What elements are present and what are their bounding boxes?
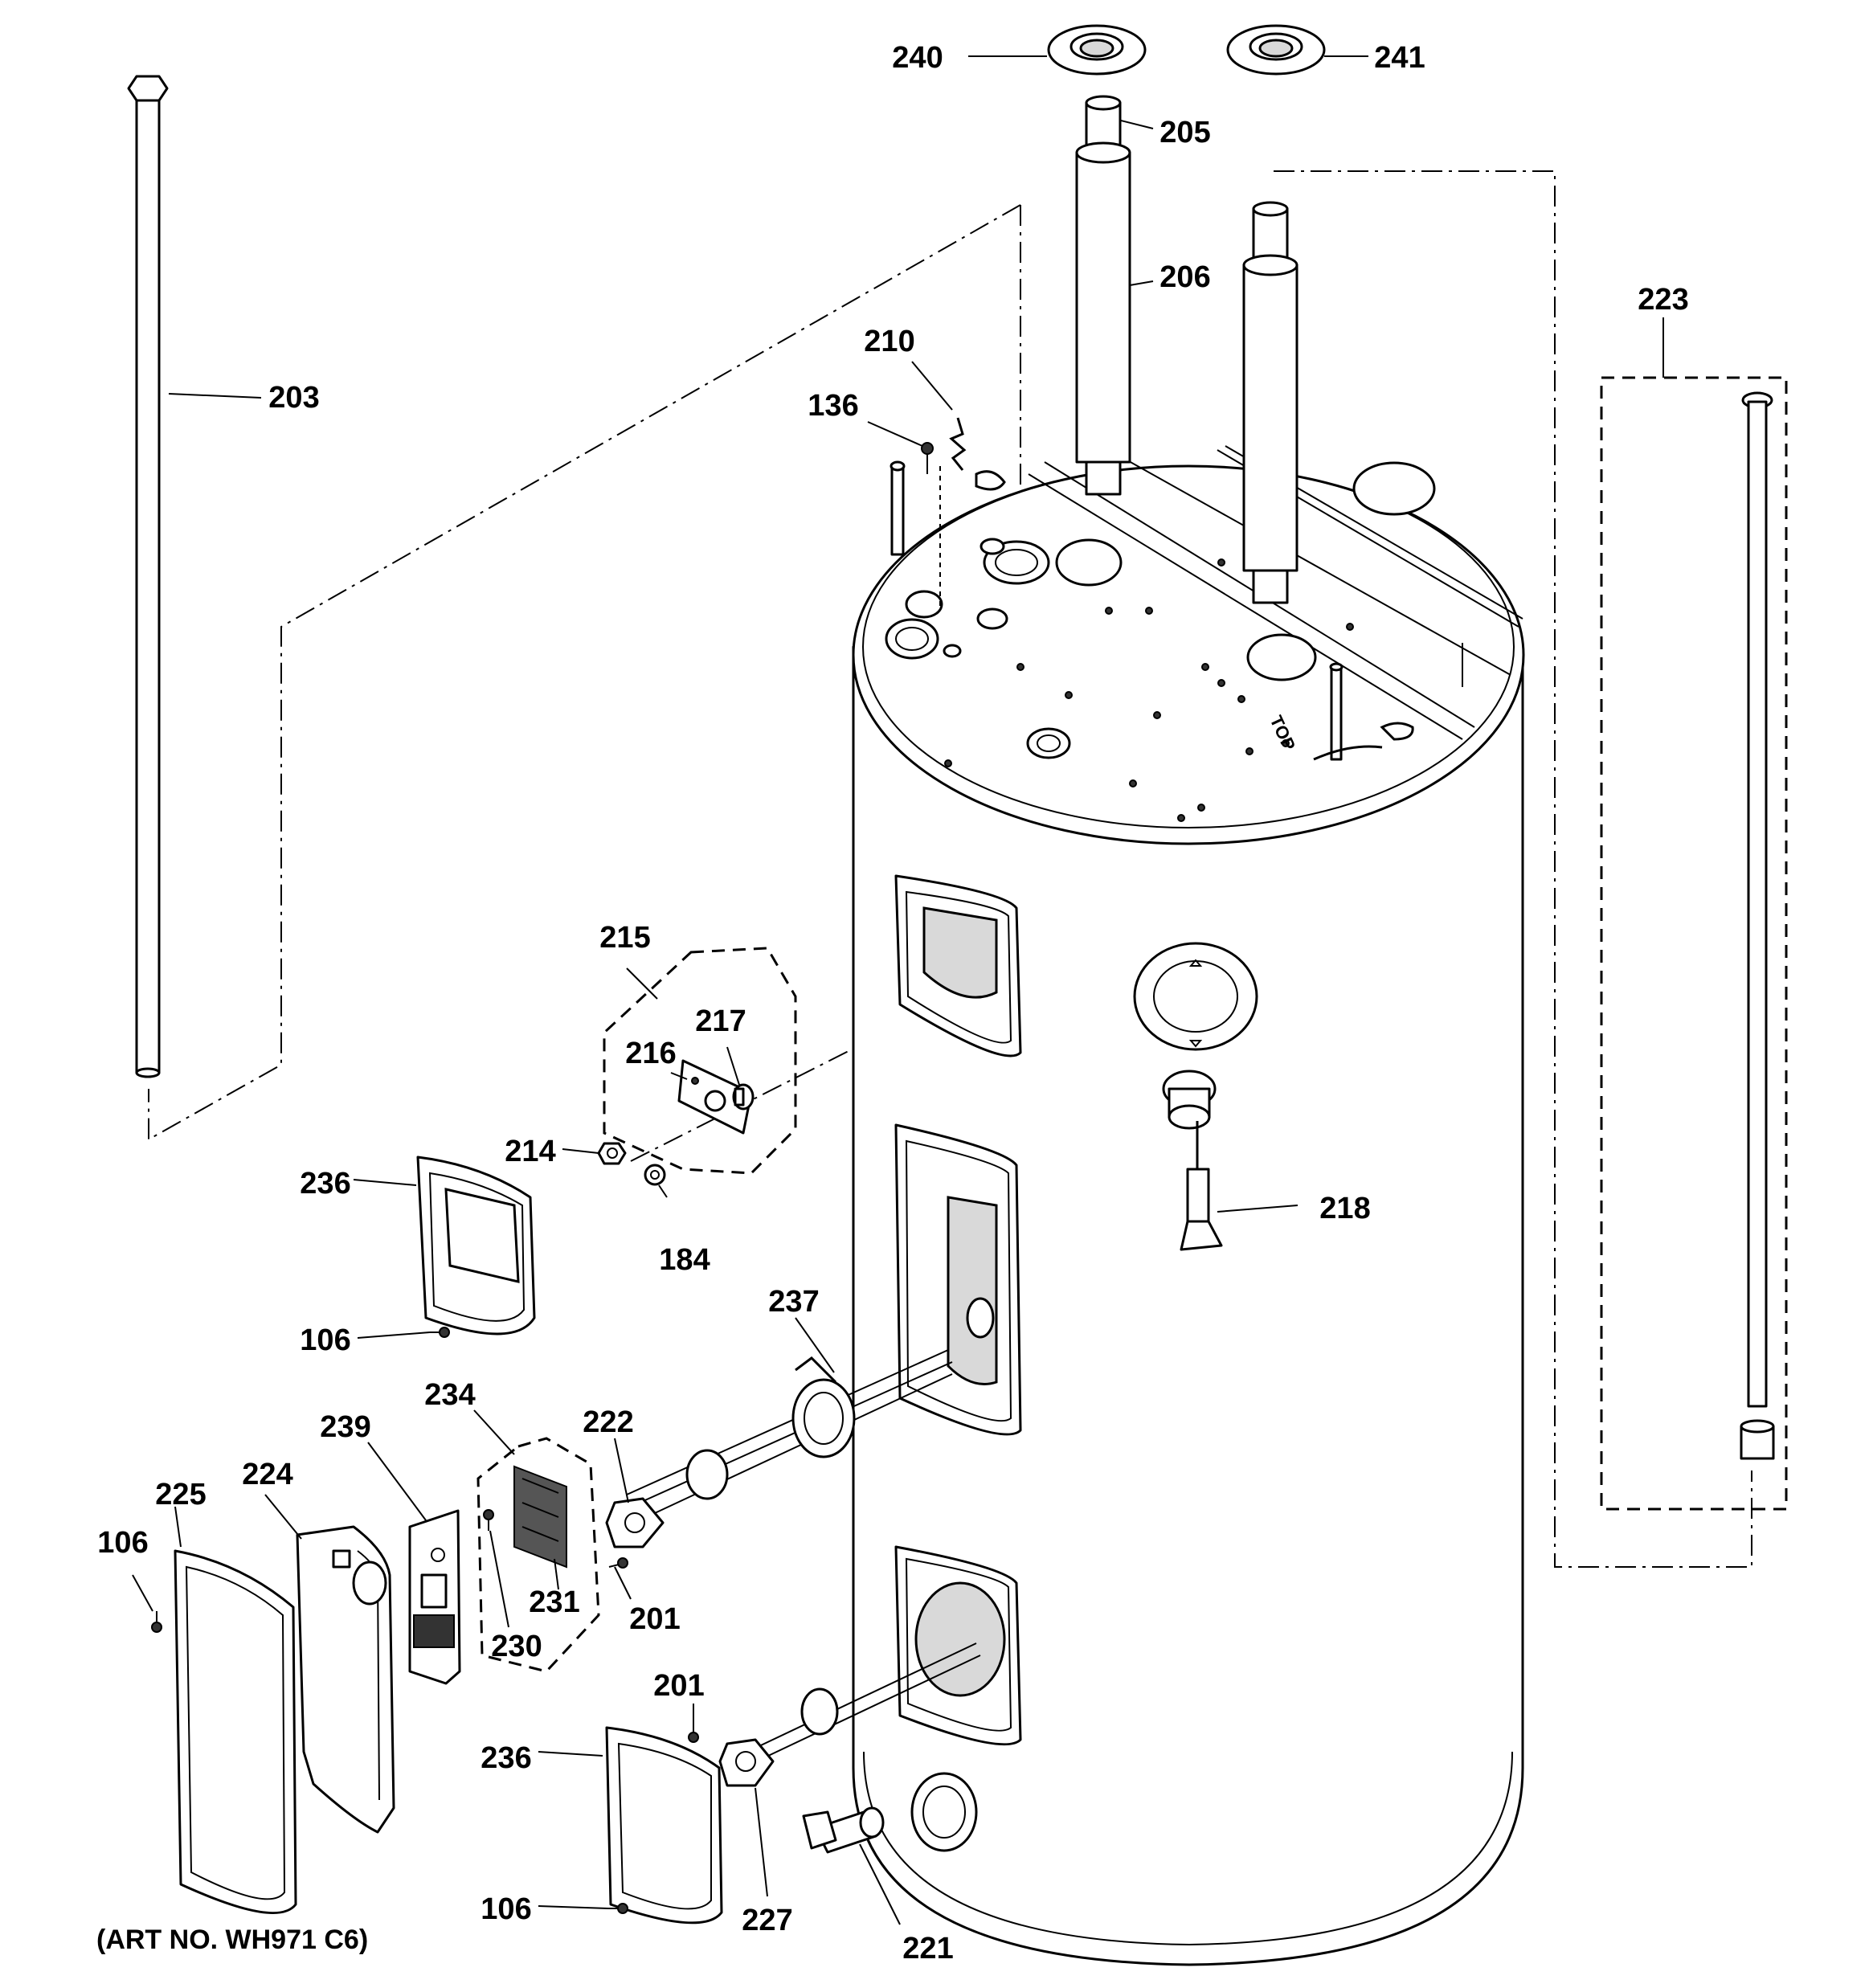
dip-tube-223 [1740, 391, 1775, 1460]
cover-225 [174, 1549, 297, 1915]
label-221: 221 [902, 1932, 953, 1966]
element-lower [718, 1642, 981, 1787]
leader-anode [148, 204, 1021, 1141]
label-240: 240 [892, 41, 943, 75]
part-labels: 240 241 205 206 203 210 136 223 215 217 … [97, 41, 1688, 1966]
heat-trap-right [1242, 201, 1298, 604]
screw-201-lower [688, 1724, 699, 1743]
clip-210 [949, 417, 967, 471]
label-205: 205 [1159, 116, 1210, 149]
label-225: 225 [155, 1478, 206, 1511]
label-222: 222 [583, 1405, 633, 1439]
label-214: 214 [505, 1135, 555, 1168]
heat-trap-206 [1075, 141, 1131, 496]
drain-valve-221 [802, 1806, 885, 1854]
lower-access-opening [894, 1545, 1022, 1746]
ring-241 [1226, 24, 1326, 76]
element-222 [605, 1497, 665, 1548]
label-206: 206 [1159, 260, 1210, 294]
screw-201-upper [608, 1557, 628, 1569]
upper-access-opening [894, 874, 1022, 1057]
label-218: 218 [1319, 1192, 1370, 1225]
bracket-239 [408, 1509, 461, 1685]
leader-dip-tube [1274, 170, 1752, 1568]
cover-224 [296, 1525, 395, 1834]
cover-236-lower [605, 1726, 723, 1925]
relief-valve-opening [1133, 942, 1258, 1051]
label-184: 184 [659, 1243, 710, 1277]
bracket-216 [677, 1059, 753, 1135]
stud-217 [732, 1083, 755, 1111]
label-106-left: 106 [97, 1526, 148, 1560]
label-201-upper: 201 [629, 1602, 680, 1636]
screw-136 [921, 442, 934, 474]
label-230: 230 [491, 1630, 542, 1663]
label-106-upper: 106 [300, 1323, 350, 1357]
label-234: 234 [424, 1378, 475, 1412]
label-106-lower: 106 [481, 1892, 531, 1926]
gasket-237 [791, 1356, 856, 1458]
label-203: 203 [268, 381, 319, 415]
element-227 [718, 1738, 775, 1787]
screw-106-upper [430, 1327, 450, 1338]
tank-body: TOP [852, 445, 1525, 1966]
label-201-lower: 201 [653, 1669, 704, 1703]
leader-lines [132, 55, 1664, 1925]
dip-tube-group-box [1600, 376, 1788, 1511]
screw-106-lower [608, 1903, 628, 1914]
sensor-218 [1180, 1121, 1223, 1251]
anode-rod-203 [127, 75, 169, 1078]
label-227: 227 [742, 1904, 792, 1937]
label-136: 136 [808, 389, 858, 423]
label-236-upper: 236 [300, 1167, 350, 1201]
screw-230 [483, 1509, 494, 1531]
label-215: 215 [599, 921, 650, 955]
label-239: 239 [320, 1410, 370, 1444]
label-237: 237 [768, 1285, 819, 1319]
label-216: 216 [625, 1037, 676, 1070]
thermostat-group-box [603, 947, 797, 1175]
label-210: 210 [864, 325, 914, 358]
middle-access-opening [894, 1123, 1022, 1436]
label-217: 217 [695, 1004, 746, 1038]
washer-184 [644, 1164, 666, 1186]
label-241: 241 [1374, 41, 1425, 75]
art-number: (ART NO. WH971 C6) [96, 1925, 368, 1955]
label-231: 231 [529, 1585, 579, 1619]
label-223: 223 [1638, 283, 1688, 317]
label-224: 224 [242, 1458, 292, 1491]
screw-106-left [151, 1611, 162, 1633]
label-236-lower: 236 [481, 1741, 531, 1775]
element-upper [605, 1349, 953, 1548]
drain-opening [910, 1772, 978, 1852]
ring-240 [1047, 24, 1147, 76]
thermostat-231 [513, 1465, 567, 1569]
cover-236-upper [416, 1156, 536, 1336]
nut-214 [597, 1142, 627, 1165]
bushing [1162, 1070, 1217, 1130]
